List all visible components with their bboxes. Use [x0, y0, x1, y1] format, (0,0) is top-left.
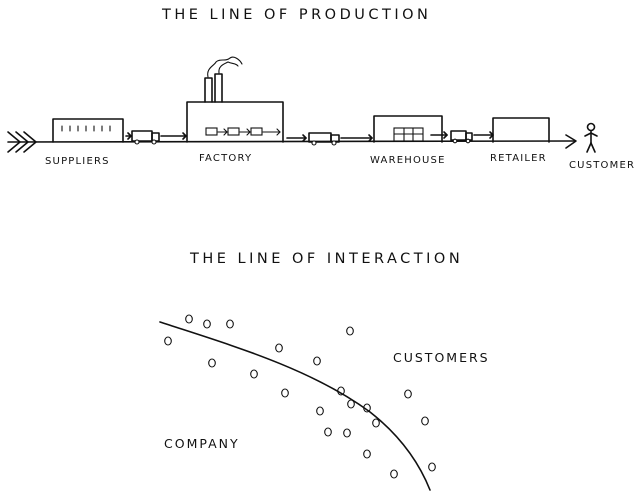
customer-dot: [363, 449, 371, 459]
customer-dot: [372, 418, 380, 428]
production-arrowhead: [565, 134, 577, 149]
customer-dot: [421, 416, 429, 426]
production-line: [7, 140, 576, 143]
customer-dot: [404, 389, 412, 399]
customer-dot: [281, 388, 289, 398]
interaction-title: THE LINE OF INTERACTION: [189, 251, 463, 267]
customer-dot: [337, 386, 345, 396]
suppliers-building: [52, 118, 124, 143]
stage-label-factory: FACTORY: [199, 153, 252, 164]
truck-icon: [286, 132, 373, 146]
truck-icon: [125, 130, 187, 145]
stage-label-customer: CUSTOMER: [569, 160, 635, 171]
factory-building: [186, 56, 284, 143]
truck-icon: [430, 130, 494, 144]
customer-dot: [164, 336, 172, 346]
customer-dot: [324, 427, 332, 437]
customer-dot: [316, 406, 324, 416]
interaction-line: [159, 321, 431, 491]
stage-label-suppliers: SUPPLIERS: [45, 156, 110, 167]
person-icon: [584, 122, 598, 153]
customer-dot: [250, 369, 258, 379]
customer-dot: [185, 314, 193, 324]
customer-dot: [226, 319, 234, 329]
customer-dot: [275, 343, 283, 353]
customer-dot: [203, 319, 211, 329]
production-title: THE LINE OF PRODUCTION: [161, 7, 431, 23]
retailer-building: [492, 117, 550, 143]
stage-label-warehouse: WAREHOUSE: [370, 155, 446, 166]
warehouse-building: [373, 115, 443, 143]
customer-dot: [343, 428, 351, 438]
customers-label: CUSTOMERS: [393, 350, 490, 365]
company-label: COMPANY: [164, 436, 240, 451]
customer-dot: [347, 399, 355, 409]
customer-dot: [208, 358, 216, 368]
customer-dot: [313, 356, 321, 366]
customer-dot: [428, 462, 436, 472]
customer-dot: [346, 326, 354, 336]
customer-dot: [363, 403, 371, 413]
customer-dot: [390, 469, 398, 479]
stage-label-retailer: RETAILER: [490, 153, 547, 164]
